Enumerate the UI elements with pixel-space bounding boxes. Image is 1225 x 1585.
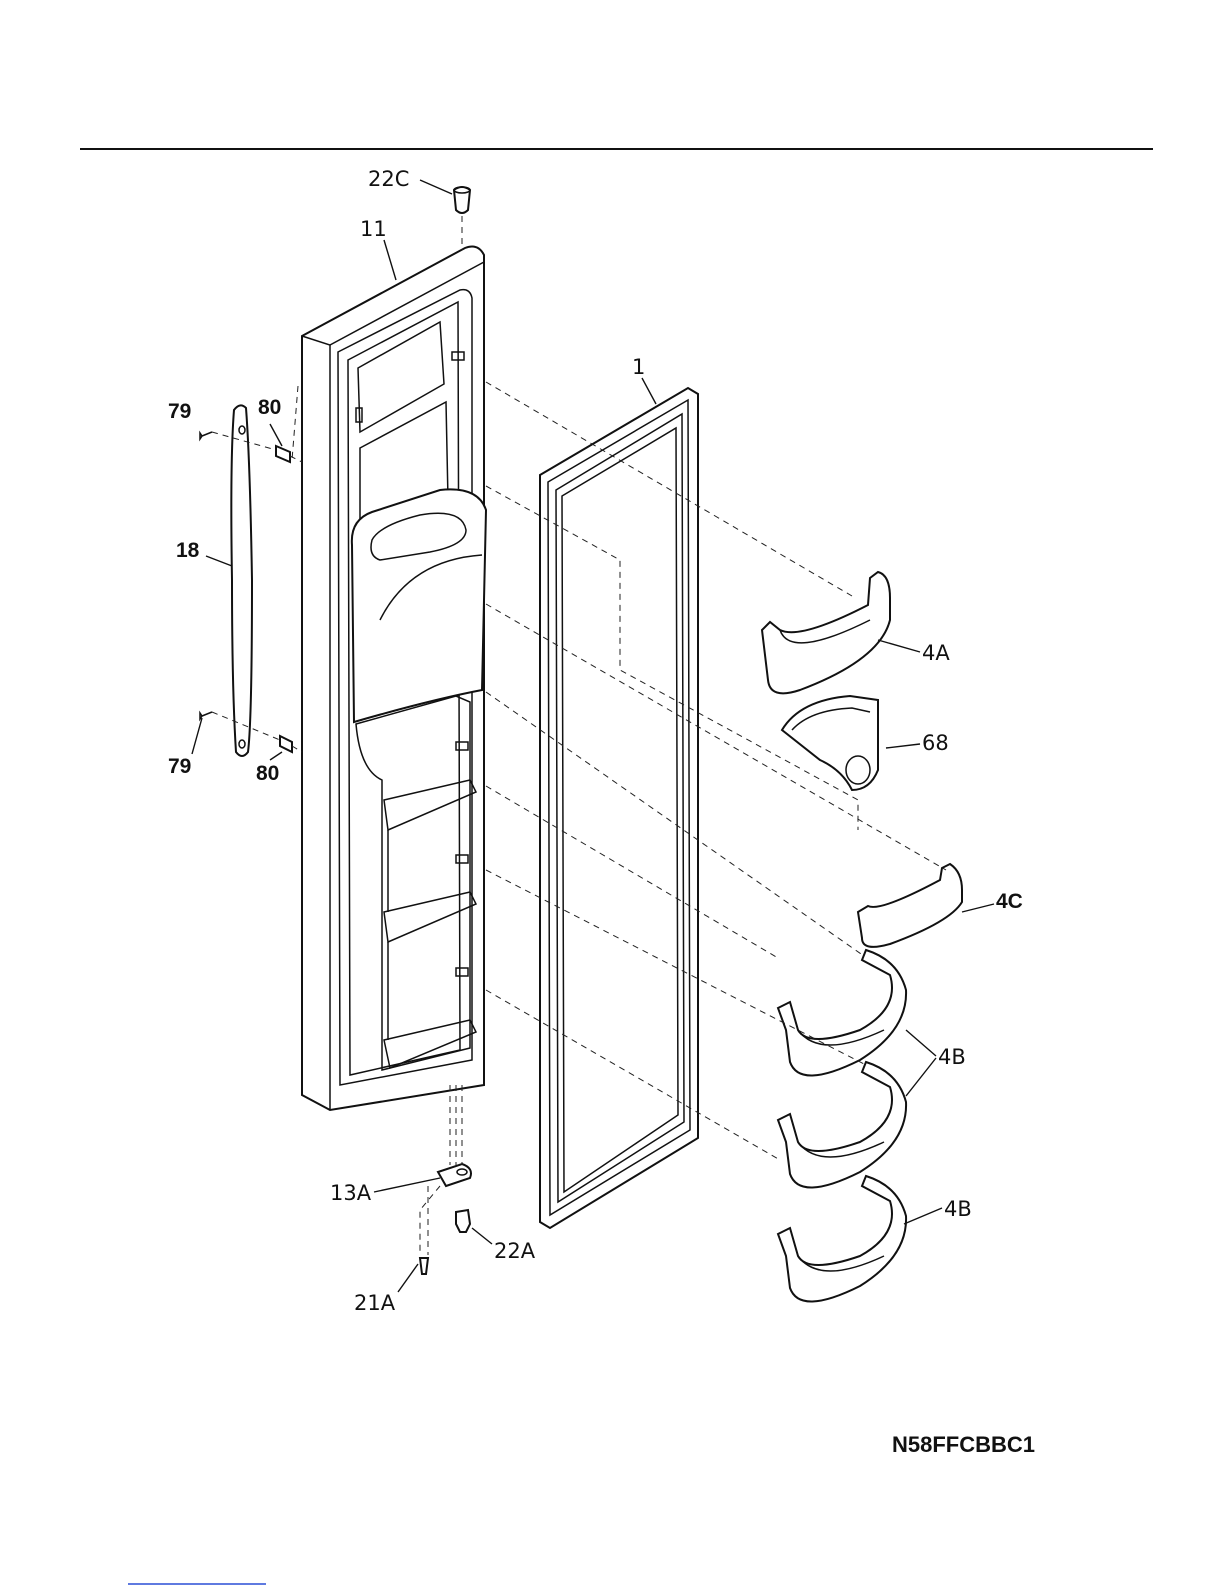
callout-80-top: 80 bbox=[258, 396, 281, 419]
door-bin-4B-bottom bbox=[778, 1176, 906, 1302]
callout-11: 11 bbox=[360, 217, 387, 241]
model-code: N58FFCBBC1 bbox=[892, 1432, 1035, 1457]
callout-22C: 22C bbox=[368, 167, 409, 191]
door-bin-4B-top bbox=[778, 950, 906, 1076]
callout-79-bottom: 79 bbox=[168, 755, 191, 778]
door-assembly bbox=[302, 247, 486, 1110]
callout-4B-pair: 4B bbox=[938, 1045, 966, 1069]
hinge-screw bbox=[420, 1258, 428, 1274]
callout-1: 1 bbox=[632, 355, 645, 379]
callout-22A: 22A bbox=[494, 1239, 536, 1263]
hinge-pin-top bbox=[454, 187, 470, 213]
ice-chute-68 bbox=[782, 696, 878, 790]
door-bin-4C bbox=[858, 864, 962, 947]
handle-screws bbox=[200, 432, 212, 719]
door-bin-4A bbox=[762, 572, 890, 693]
bottom-hinge bbox=[438, 1164, 471, 1186]
handle-caps bbox=[276, 446, 292, 752]
hinge-pin-bottom bbox=[456, 1210, 470, 1232]
callout-80-bottom: 80 bbox=[256, 762, 279, 785]
callout-4B-single: 4B bbox=[944, 1197, 972, 1221]
callout-21A: 21A bbox=[354, 1291, 396, 1315]
callout-18: 18 bbox=[176, 539, 200, 562]
door-gasket bbox=[540, 388, 698, 1228]
callout-68: 68 bbox=[922, 731, 949, 755]
callout-4A: 4A bbox=[922, 641, 950, 665]
callout-79-top: 79 bbox=[168, 400, 191, 423]
door-handle bbox=[231, 405, 252, 756]
callout-4C: 4C bbox=[996, 890, 1023, 913]
callout-13A: 13A bbox=[330, 1181, 372, 1205]
door-bin-4B-middle bbox=[778, 1062, 906, 1188]
